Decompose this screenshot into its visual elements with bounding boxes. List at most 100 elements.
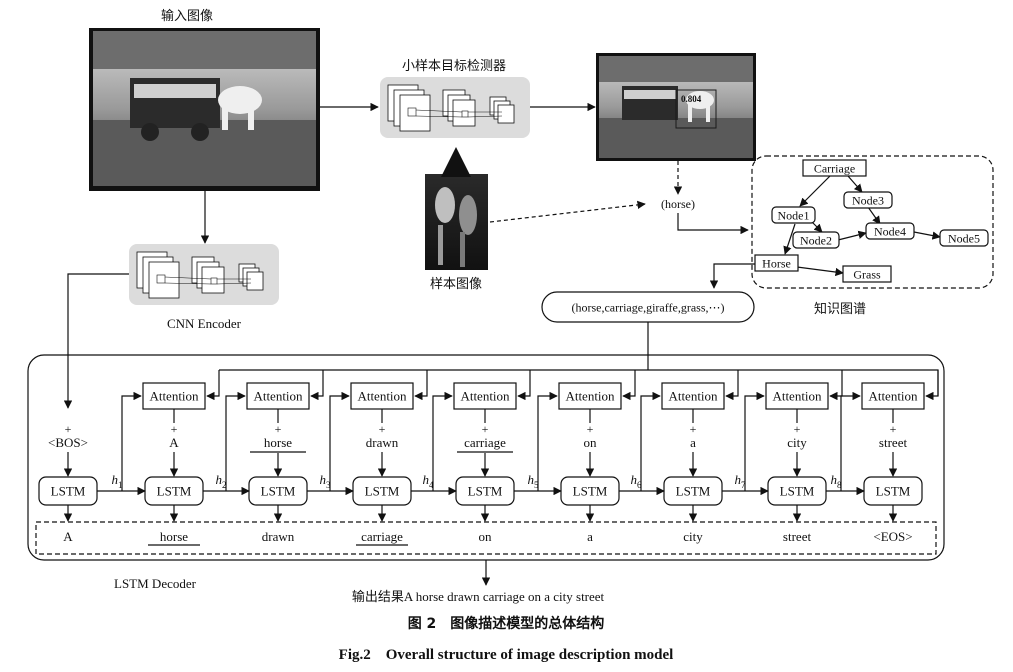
attention-label: Attention <box>149 389 199 404</box>
sample-photo <box>425 174 488 270</box>
attention-label: Attention <box>253 389 303 404</box>
output-result: 输出结果A horse drawn carriage on a city str… <box>352 589 605 604</box>
input-word: <BOS> <box>48 435 88 450</box>
lstm-label: LSTM <box>157 484 192 499</box>
knowledge-graph-edges <box>783 175 941 277</box>
plus-sign: + <box>587 422 594 436</box>
attention-block <box>453 382 517 410</box>
attention-block <box>350 382 414 410</box>
svg-text:Grass: Grass <box>853 268 881 282</box>
plus-sign: + <box>690 422 697 436</box>
svg-text:Node1: Node1 <box>778 209 810 223</box>
detection-score: 0.804 <box>681 94 702 104</box>
lstm-label: LSTM <box>780 484 815 499</box>
attention-label: Attention <box>668 389 718 404</box>
concept-list: (horse,carriage,giraffe,grass,⋯) <box>571 301 724 315</box>
plus-sign: + <box>379 422 386 436</box>
kg-node-node1: Node1 <box>771 206 816 224</box>
output-word: a <box>587 529 593 544</box>
svg-text:Node5: Node5 <box>948 232 980 246</box>
svg-text:Node2: Node2 <box>800 234 832 248</box>
lstm-decoder-label: LSTM Decoder <box>114 576 197 591</box>
attention-block <box>861 382 925 410</box>
attention-block <box>661 382 725 410</box>
output-word: city <box>683 529 703 544</box>
output-words-panel <box>35 521 937 555</box>
svg-text:Carriage: Carriage <box>814 162 855 176</box>
lstm-label: LSTM <box>676 484 711 499</box>
lstm-label: LSTM <box>876 484 911 499</box>
hidden-state-label: h6 <box>631 472 643 490</box>
attention-block <box>246 382 310 410</box>
kg-node-carriage: Carriage <box>802 159 867 177</box>
attention-block <box>558 382 622 410</box>
output-word: horse <box>160 529 188 544</box>
hidden-state-label: h1 <box>112 472 123 490</box>
input-image-title: 输入图像 <box>161 8 213 24</box>
attention-block <box>765 382 829 410</box>
decoder-step-4: LSTM +carriage on Attention h4 <box>411 370 531 544</box>
hidden-state-label: h7 <box>735 472 747 490</box>
hidden-state-label: h5 <box>528 472 540 490</box>
svg-text:Horse: Horse <box>762 257 791 271</box>
figure-caption-en: Fig.2 Overall structure of image descrip… <box>339 647 674 663</box>
plus-sign: + <box>171 422 178 436</box>
detector-network-icon <box>380 77 530 138</box>
attention-label: Attention <box>460 389 510 404</box>
cnn-encoder-icon <box>129 244 279 305</box>
output-word: street <box>783 529 812 544</box>
detector-title: 小样本目标检测器 <box>402 59 506 74</box>
input-photo <box>89 28 320 191</box>
decoder-step-5: LSTM +on a Attention h5 <box>514 370 636 544</box>
plus-sign: + <box>890 422 897 436</box>
attention-label: Attention <box>357 389 407 404</box>
input-word: a <box>690 435 696 450</box>
detected-photo <box>596 53 756 161</box>
decoder-step-2: LSTM +horse drawn Attention h2 <box>203 370 324 544</box>
input-word: street <box>879 435 908 450</box>
decoder-step-7: LSTM +city street Attention h7 <box>722 370 843 544</box>
lstm-label: LSTM <box>261 484 296 499</box>
attention-label: Attention <box>772 389 822 404</box>
kg-node-grass: Grass <box>842 265 892 283</box>
output-word: drawn <box>262 529 295 544</box>
hidden-state-label: h8 <box>831 472 843 490</box>
attention-label: Attention <box>868 389 918 404</box>
input-word: horse <box>264 435 292 450</box>
kg-node-node5: Node5 <box>939 229 989 247</box>
lstm-label: LSTM <box>365 484 400 499</box>
input-word: city <box>787 435 807 450</box>
cnn-encoder-label: CNN Encoder <box>167 316 242 331</box>
lstm-label: LSTM <box>51 484 86 499</box>
decoder-step-0: LSTM +<BOS> A <box>38 422 98 544</box>
sample-image-title: 样本图像 <box>430 277 482 292</box>
output-word: on <box>479 529 493 544</box>
knowledge-bus <box>219 369 939 396</box>
svg-text:Node3: Node3 <box>852 194 884 208</box>
hidden-state-label: h3 <box>320 472 332 490</box>
kg-node-node3: Node3 <box>843 191 893 209</box>
input-word: on <box>584 435 598 450</box>
input-word: drawn <box>366 435 399 450</box>
output-word: A <box>63 529 73 544</box>
plus-sign: + <box>482 422 489 436</box>
knowledge-graph-title: 知识图谱 <box>814 301 866 317</box>
attention-label: Attention <box>565 389 615 404</box>
lstm-label: LSTM <box>468 484 503 499</box>
input-word: carriage <box>464 435 506 450</box>
plus-sign: + <box>275 422 282 436</box>
plus-sign: + <box>794 422 801 436</box>
detected-label: (horse) <box>661 197 695 211</box>
hidden-state-label: h2 <box>216 472 227 490</box>
kg-node-node4: Node4 <box>865 222 915 240</box>
hidden-state-label: h4 <box>423 472 435 490</box>
plus-sign: + <box>65 422 72 436</box>
lstm-label: LSTM <box>573 484 608 499</box>
input-word: A <box>169 435 179 450</box>
kg-node-node2: Node2 <box>792 231 840 249</box>
